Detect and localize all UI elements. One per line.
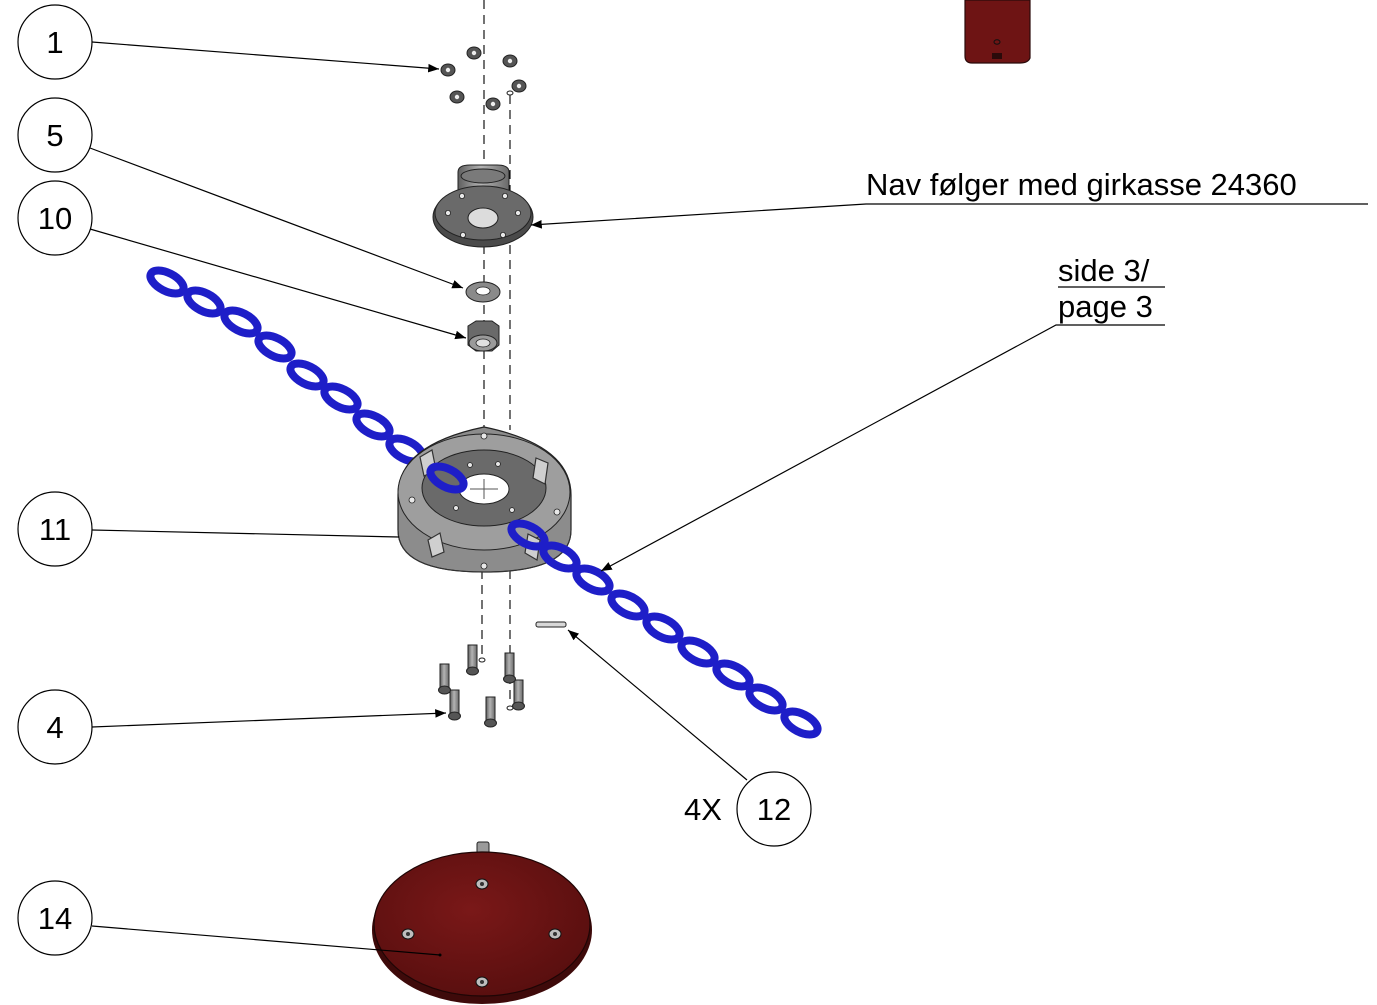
balloon-1: 1 bbox=[17, 4, 93, 80]
balloon-10-label: 10 bbox=[38, 201, 72, 236]
balloon-14-label: 14 bbox=[38, 901, 72, 936]
key-pin bbox=[535, 621, 567, 628]
balloon-11: 11 bbox=[17, 491, 93, 567]
nut-set bbox=[440, 46, 527, 111]
balloon-14: 14 bbox=[17, 880, 93, 956]
leader-lines bbox=[89, 41, 1368, 957]
balloon-12-label: 12 bbox=[757, 792, 791, 827]
upper-red-part bbox=[964, 0, 1031, 64]
chain-continued bbox=[426, 462, 822, 739]
balloon-12: 12 bbox=[736, 771, 812, 847]
balloon-5: 5 bbox=[17, 97, 93, 173]
balloon-1-label: 1 bbox=[46, 25, 63, 60]
balloon-10: 10 bbox=[17, 180, 93, 256]
lock-nut bbox=[467, 320, 500, 352]
washer bbox=[465, 281, 501, 303]
hub-flange bbox=[432, 164, 534, 248]
hub-note-text: Nav følger med girkasse 24360 bbox=[866, 167, 1297, 202]
bolt-set bbox=[438, 644, 525, 728]
ref-side-text: side 3/ bbox=[1058, 253, 1150, 288]
balloon-4: 4 bbox=[17, 689, 93, 765]
balloon-5-label: 5 bbox=[46, 118, 63, 153]
balloon-11-label: 11 bbox=[39, 512, 71, 547]
chain bbox=[146, 266, 427, 466]
quantity-4x-text: 4X bbox=[684, 792, 722, 827]
balloon-4-label: 4 bbox=[46, 710, 63, 745]
ref-page-text: page 3 bbox=[1058, 289, 1153, 324]
base-plate bbox=[372, 841, 592, 1004]
